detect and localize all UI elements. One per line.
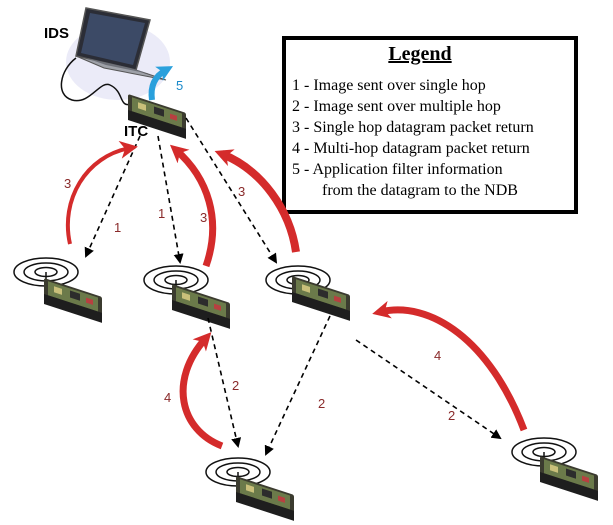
- edge-label-2-far: 2: [448, 408, 455, 423]
- edge-label-5: 5: [176, 78, 183, 93]
- sensor-node-right: [265, 265, 350, 321]
- arrow-3-right-red: [214, 149, 300, 253]
- sensor-node-mid: [143, 265, 230, 329]
- arrow-2-right: [264, 315, 331, 456]
- legend-item-2: 2 - Image sent over multiple hop: [292, 98, 501, 115]
- arrow-1-mid: [157, 135, 184, 264]
- legend-title: Legend: [388, 43, 451, 65]
- ids-label: IDS: [44, 25, 69, 42]
- edge-label-3-right: 3: [238, 184, 245, 199]
- legend-item-1: 1 - Image sent over single hop: [292, 77, 486, 94]
- legend-box: Legend 1 - Image sent over single hop 2 …: [282, 36, 578, 214]
- arrow-dash-right: [185, 117, 278, 264]
- edge-label-2-right: 2: [318, 396, 325, 411]
- edge-label-1-mid: 1: [158, 206, 165, 221]
- legend-item-5: 5 - Application filter information: [292, 161, 503, 178]
- sensor-node-far-right: [511, 437, 598, 501]
- legend-item-4: 4 - Multi-hop datagram packet return: [292, 140, 530, 157]
- arrow-4-left-red: [179, 332, 224, 450]
- sensor-node-bottom: [205, 457, 294, 521]
- sensor-node-left: [13, 257, 102, 323]
- legend-item-3: 3 - Single hop datagram packet return: [292, 119, 534, 136]
- laptop-icon: [60, 7, 170, 106]
- edge-label-1-left: 1: [114, 220, 121, 235]
- edge-label-3-left: 3: [64, 176, 71, 191]
- edge-label-2-mid: 2: [232, 378, 239, 393]
- arrow-4-right-red: [372, 300, 528, 432]
- arrow-2-far: [355, 339, 502, 440]
- arrow-2-mid: [207, 317, 242, 448]
- arrow-5-blue: [148, 66, 174, 101]
- arrow-3-mid-red: [169, 144, 217, 268]
- itc-label: ITC: [124, 123, 148, 140]
- edge-label-3-mid: 3: [200, 210, 207, 225]
- edge-label-4-right: 4: [434, 348, 441, 363]
- edge-label-4-left: 4: [164, 390, 171, 405]
- arrow-3-left-red: [65, 140, 138, 245]
- legend-item-5-cont: from the datagram to the NDB: [322, 182, 518, 199]
